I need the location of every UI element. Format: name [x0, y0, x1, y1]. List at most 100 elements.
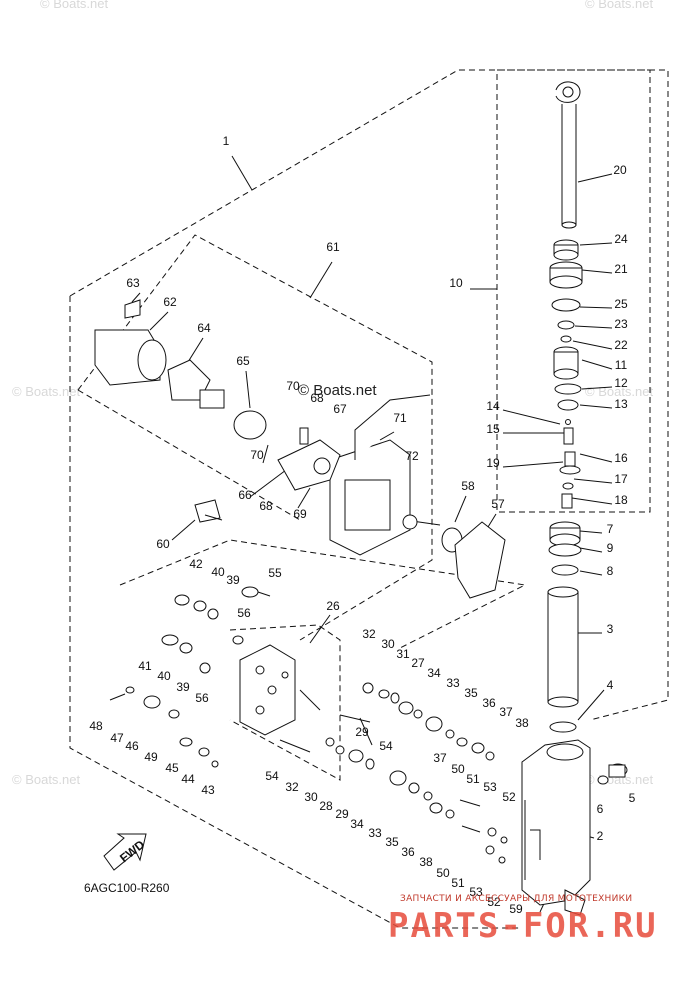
callout-40b: 40: [157, 669, 171, 683]
bolt: [194, 499, 223, 523]
callout-54b: 54: [265, 769, 279, 783]
tilt-cylinder: [547, 586, 579, 733]
callout-21: 21: [614, 262, 628, 276]
callout-71: 71: [393, 411, 407, 425]
callout-38: 38: [515, 716, 529, 730]
callout-3: 3: [607, 622, 614, 636]
callout-14: 14: [486, 399, 500, 413]
diagram-code: 6AGC100-R260: [84, 881, 170, 895]
callout-39b: 39: [176, 680, 190, 694]
watermark: © Boats.net: [12, 384, 81, 399]
callout-62: 62: [163, 295, 177, 309]
callout-28: 28: [319, 799, 333, 813]
small-parts: [109, 586, 508, 864]
callout-33: 33: [446, 676, 460, 690]
callout-70: 70: [286, 379, 300, 393]
callout-50: 50: [451, 762, 465, 776]
callout-47: 47: [110, 731, 124, 745]
watermark: © Boats.net: [298, 382, 377, 399]
callout-35b: 35: [385, 835, 399, 849]
callout-59: 59: [509, 902, 523, 916]
callout-70b: 70: [250, 448, 264, 462]
callout-2: 2: [597, 829, 604, 843]
callout-11: 11: [615, 358, 628, 372]
callout-29b: 29: [335, 807, 349, 821]
callout-60: 60: [156, 537, 170, 551]
callout-17: 17: [614, 472, 628, 486]
callout-24: 24: [614, 232, 628, 246]
callout-12: 12: [614, 376, 628, 390]
callout-39: 39: [226, 573, 240, 587]
callout-64: 64: [197, 321, 211, 335]
callout-56b: 56: [195, 691, 209, 705]
callout-4: 4: [607, 678, 614, 692]
watermark: © Boats.net: [12, 772, 81, 787]
callout-8: 8: [607, 564, 614, 578]
group-outline: [77, 234, 433, 641]
gasket: [454, 521, 506, 599]
callout-35: 35: [464, 686, 478, 700]
callout-26: 26: [326, 599, 340, 613]
trim-rod: [555, 81, 581, 229]
group-outline: [77, 389, 301, 521]
callout-16: 16: [614, 451, 628, 465]
group-outline: [229, 624, 341, 781]
callout-58: 58: [461, 479, 475, 493]
callout-30: 30: [381, 637, 395, 651]
callout-69: 69: [293, 507, 307, 521]
callout-42: 42: [189, 557, 203, 571]
callout-10: 10: [449, 276, 463, 290]
stamp-text: ЗАПЧАСТИ И АКСЕССУАРЫ ДЛЯ МОТОТЕХНИКИ: [400, 894, 633, 904]
callout-67: 67: [333, 402, 347, 416]
callout-30b: 30: [304, 790, 318, 804]
assembly-outline: [69, 69, 669, 929]
callout-50b: 50: [436, 866, 450, 880]
stamp-logo: PARTS-FOR.RU: [388, 906, 658, 946]
callout-29: 29: [355, 725, 369, 739]
pump-body: [329, 394, 441, 556]
callout-44: 44: [181, 772, 195, 786]
fitting: [597, 763, 628, 785]
callout-61: 61: [326, 240, 340, 254]
callout-72: 72: [405, 449, 419, 463]
callout-66: 66: [238, 488, 252, 502]
callout-34: 34: [427, 666, 441, 680]
callout-5: 5: [629, 791, 636, 805]
callout-20: 20: [613, 163, 627, 177]
callout-52b: 52: [487, 895, 501, 909]
callout-6: 6: [597, 802, 604, 816]
callout-53: 53: [483, 780, 497, 794]
callout-68b: 68: [259, 499, 273, 513]
bracket: [277, 427, 341, 491]
callout-54: 54: [379, 739, 393, 753]
group-outline: [496, 69, 651, 513]
main-housing: [521, 739, 591, 916]
callout-53b: 53: [469, 885, 483, 899]
callout-36: 36: [482, 696, 496, 710]
callout-23: 23: [614, 317, 628, 331]
callout-22: 22: [614, 338, 628, 352]
callout-33b: 33: [368, 826, 382, 840]
valve-block: [239, 644, 296, 736]
tilt-parts: [548, 239, 583, 576]
callout-32b: 32: [285, 780, 299, 794]
watermark: © Boats.net: [585, 0, 654, 11]
callout-40: 40: [211, 565, 225, 579]
callout-19: 19: [486, 456, 500, 470]
callout-46: 46: [125, 739, 139, 753]
watermark: © Boats.net: [40, 0, 109, 11]
callout-51b: 51: [451, 876, 465, 890]
callout-32: 32: [362, 627, 376, 641]
callout-7: 7: [607, 522, 614, 536]
callout-18: 18: [614, 493, 628, 507]
callout-65: 65: [236, 354, 250, 368]
callout-45: 45: [165, 761, 179, 775]
callout-9: 9: [607, 541, 614, 555]
callout-37b: 37: [433, 751, 447, 765]
callout-43: 43: [201, 783, 215, 797]
callout-34b: 34: [350, 817, 364, 831]
callout-57: 57: [491, 497, 505, 511]
